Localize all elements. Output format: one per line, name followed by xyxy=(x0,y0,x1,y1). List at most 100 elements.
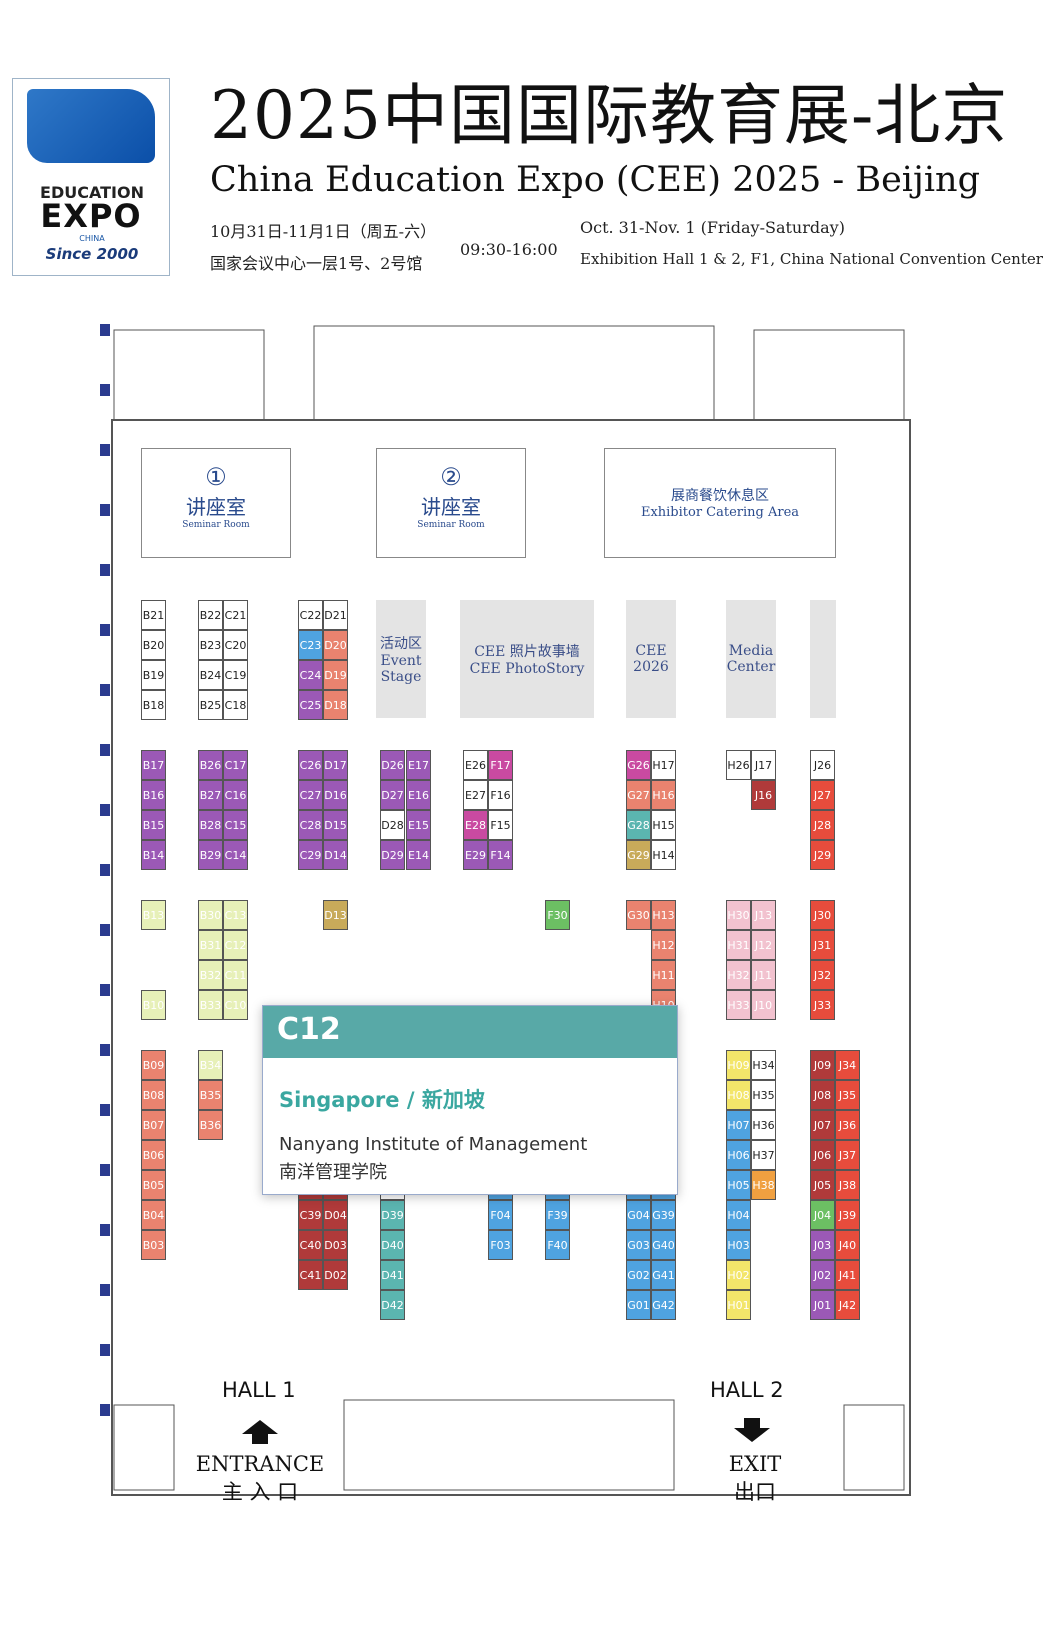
booth-j13[interactable]: J13 xyxy=(751,900,776,930)
booth-j12[interactable]: J12 xyxy=(751,930,776,960)
booth-j27[interactable]: J27 xyxy=(810,780,835,810)
booth-d20[interactable]: D20 xyxy=(323,630,348,660)
booth-c13[interactable]: C13 xyxy=(223,900,248,930)
booth-j40[interactable]: J40 xyxy=(835,1230,860,1260)
booth-d18[interactable]: D18 xyxy=(323,690,348,720)
booth-j08[interactable]: J08 xyxy=(810,1080,835,1110)
booth-d40[interactable]: D40 xyxy=(380,1230,405,1260)
booth-j31[interactable]: J31 xyxy=(810,930,835,960)
booth-b21[interactable]: B21 xyxy=(141,600,166,630)
seminar-room-1[interactable]: ① 讲座室 Seminar Room xyxy=(141,448,291,558)
booth-e14[interactable]: E14 xyxy=(406,840,431,870)
booth-j05[interactable]: J05 xyxy=(810,1170,835,1200)
booth-c27[interactable]: C27 xyxy=(298,780,323,810)
cee-2026[interactable]: CEE 2026 xyxy=(626,600,676,718)
booth-h31[interactable]: H31 xyxy=(726,930,751,960)
booth-j10[interactable]: J10 xyxy=(751,990,776,1020)
booth-b33[interactable]: B33 xyxy=(198,990,223,1020)
booth-h02[interactable]: H02 xyxy=(726,1260,751,1290)
booth-j09[interactable]: J09 xyxy=(810,1050,835,1080)
booth-c17[interactable]: C17 xyxy=(223,750,248,780)
booth-j33[interactable]: J33 xyxy=(810,990,835,1020)
booth-b17[interactable]: B17 xyxy=(141,750,166,780)
exhibitor-catering-area[interactable]: 展商餐饮休息区 Exhibitor Catering Area xyxy=(604,448,836,558)
booth-f17[interactable]: F17 xyxy=(488,750,513,780)
booth-b09[interactable]: B09 xyxy=(141,1050,166,1080)
booth-d15[interactable]: D15 xyxy=(323,810,348,840)
booth-h33[interactable]: H33 xyxy=(726,990,751,1020)
booth-d19[interactable]: D19 xyxy=(323,660,348,690)
booth-c21[interactable]: C21 xyxy=(223,600,248,630)
booth-j03[interactable]: J03 xyxy=(810,1230,835,1260)
booth-c10[interactable]: C10 xyxy=(223,990,248,1020)
booth-j04[interactable]: J04 xyxy=(810,1200,835,1230)
booth-h13[interactable]: H13 xyxy=(651,900,676,930)
booth-b07[interactable]: B07 xyxy=(141,1110,166,1140)
booth-c26[interactable]: C26 xyxy=(298,750,323,780)
booth-b30[interactable]: B30 xyxy=(198,900,223,930)
booth-h26[interactable]: H26 xyxy=(726,750,751,780)
booth-b08[interactable]: B08 xyxy=(141,1080,166,1110)
booth-d42[interactable]: D42 xyxy=(380,1290,405,1320)
booth-c25[interactable]: C25 xyxy=(298,690,323,720)
cee-photostory[interactable]: CEE 照片故事墙 CEE PhotoStory xyxy=(460,600,594,718)
booth-b04[interactable]: B04 xyxy=(141,1200,166,1230)
booth-h38[interactable]: H38 xyxy=(751,1170,776,1200)
booth-b13[interactable]: B13 xyxy=(141,900,166,930)
booth-g29[interactable]: G29 xyxy=(626,840,651,870)
booth-h12[interactable]: H12 xyxy=(651,930,676,960)
booth-j28[interactable]: J28 xyxy=(810,810,835,840)
booth-j26[interactable]: J26 xyxy=(810,750,835,780)
booth-c40[interactable]: C40 xyxy=(298,1230,323,1260)
booth-c18[interactable]: C18 xyxy=(223,690,248,720)
booth-g28[interactable]: G28 xyxy=(626,810,651,840)
booth-h05[interactable]: H05 xyxy=(726,1170,751,1200)
booth-b25[interactable]: B25 xyxy=(198,690,223,720)
booth-b29[interactable]: B29 xyxy=(198,840,223,870)
booth-b20[interactable]: B20 xyxy=(141,630,166,660)
booth-f04[interactable]: F04 xyxy=(488,1200,513,1230)
booth-h11[interactable]: H11 xyxy=(651,960,676,990)
booth-c39[interactable]: C39 xyxy=(298,1200,323,1230)
booth-j32[interactable]: J32 xyxy=(810,960,835,990)
booth-j38[interactable]: J38 xyxy=(835,1170,860,1200)
booth-h37[interactable]: H37 xyxy=(751,1140,776,1170)
booth-b06[interactable]: B06 xyxy=(141,1140,166,1170)
booth-e26[interactable]: E26 xyxy=(463,750,488,780)
booth-b14[interactable]: B14 xyxy=(141,840,166,870)
booth-f39[interactable]: F39 xyxy=(545,1200,570,1230)
booth-j42[interactable]: J42 xyxy=(835,1290,860,1320)
booth-h07[interactable]: H07 xyxy=(726,1110,751,1140)
booth-e16[interactable]: E16 xyxy=(406,780,431,810)
booth-c16[interactable]: C16 xyxy=(223,780,248,810)
booth-d29[interactable]: D29 xyxy=(380,840,405,870)
booth-b10[interactable]: B10 xyxy=(141,990,166,1020)
booth-h04[interactable]: H04 xyxy=(726,1200,751,1230)
booth-d16[interactable]: D16 xyxy=(323,780,348,810)
booth-j30[interactable]: J30 xyxy=(810,900,835,930)
booth-info-popup[interactable]: C12 Singapore / 新加坡 Nanyang Institute of… xyxy=(262,1005,678,1195)
booth-e28[interactable]: E28 xyxy=(463,810,488,840)
booth-b03[interactable]: B03 xyxy=(141,1230,166,1260)
booth-b16[interactable]: B16 xyxy=(141,780,166,810)
booth-h06[interactable]: H06 xyxy=(726,1140,751,1170)
event-stage[interactable]: 活动区 Event Stage xyxy=(376,600,426,718)
booth-b05[interactable]: B05 xyxy=(141,1170,166,1200)
booth-j39[interactable]: J39 xyxy=(835,1200,860,1230)
booth-c14[interactable]: C14 xyxy=(223,840,248,870)
booth-c12[interactable]: C12 xyxy=(223,930,248,960)
booth-j36[interactable]: J36 xyxy=(835,1110,860,1140)
booth-c22[interactable]: C22 xyxy=(298,600,323,630)
booth-d13[interactable]: D13 xyxy=(323,900,348,930)
booth-d26[interactable]: D26 xyxy=(380,750,405,780)
booth-h08[interactable]: H08 xyxy=(726,1080,751,1110)
booth-d03[interactable]: D03 xyxy=(323,1230,348,1260)
booth-j06[interactable]: J06 xyxy=(810,1140,835,1170)
booth-j41[interactable]: J41 xyxy=(835,1260,860,1290)
booth-h36[interactable]: H36 xyxy=(751,1110,776,1140)
booth-h16[interactable]: H16 xyxy=(651,780,676,810)
booth-b36[interactable]: B36 xyxy=(198,1110,223,1140)
booth-e27[interactable]: E27 xyxy=(463,780,488,810)
booth-c24[interactable]: C24 xyxy=(298,660,323,690)
booth-g39[interactable]: G39 xyxy=(651,1200,676,1230)
